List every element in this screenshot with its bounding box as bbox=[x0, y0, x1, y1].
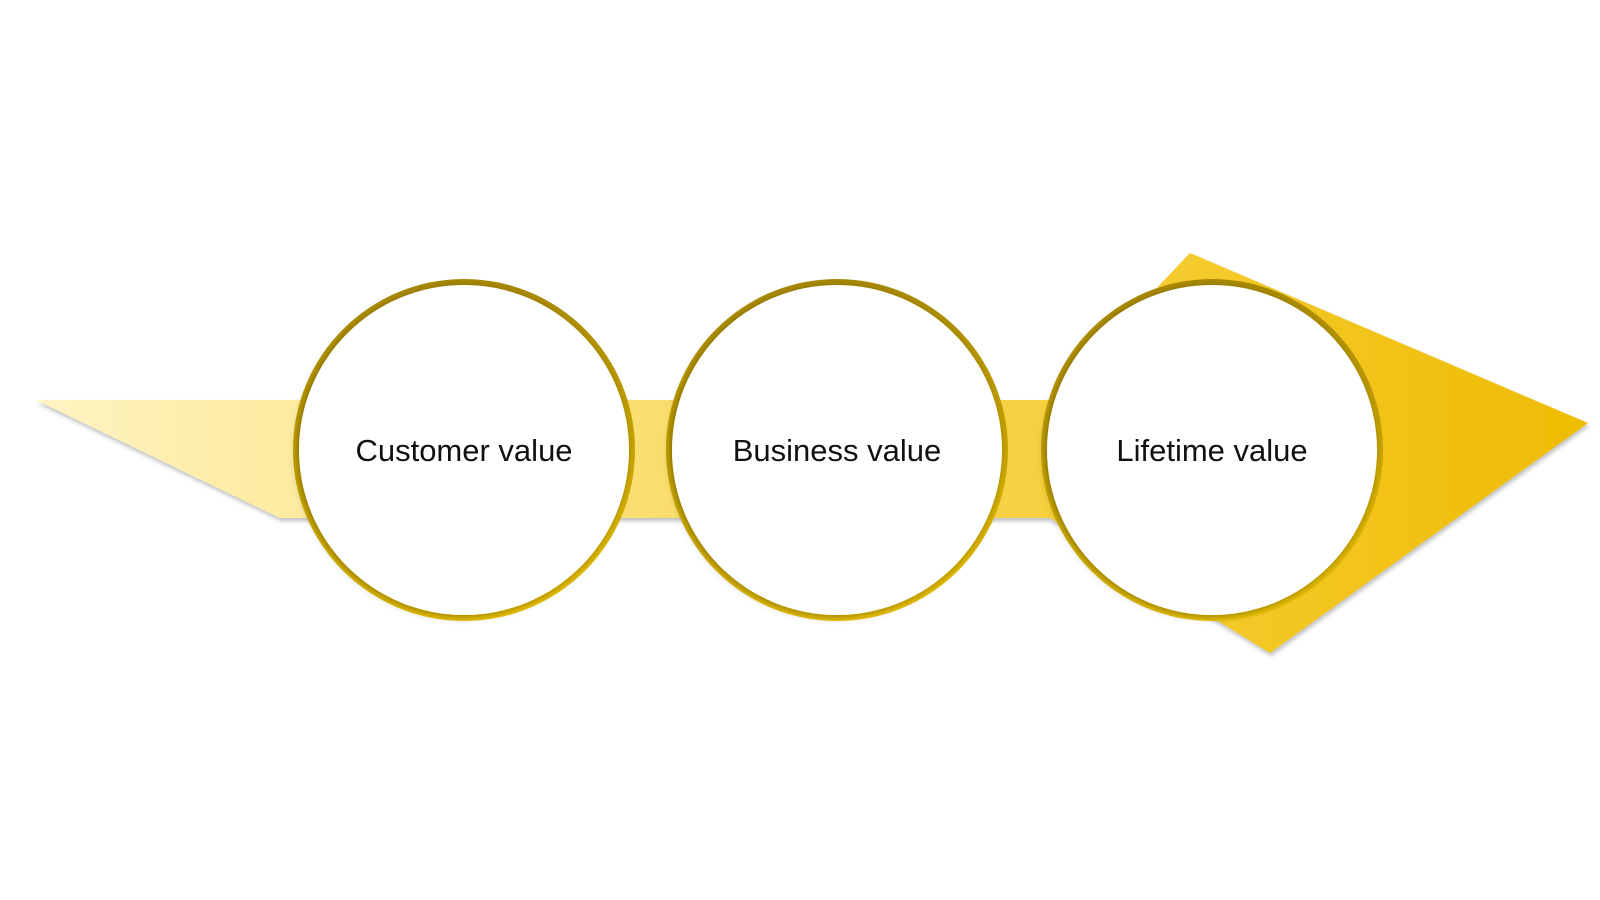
step-circle bbox=[299, 285, 629, 615]
step-customer-value: Customer value bbox=[293, 279, 635, 621]
step-label: Business value bbox=[733, 433, 942, 468]
step-label: Customer value bbox=[355, 433, 572, 468]
step-lifetime-value: Lifetime value bbox=[1041, 279, 1383, 621]
step-business-value: Business value bbox=[666, 279, 1008, 621]
step-circle bbox=[1047, 285, 1377, 615]
step-label: Lifetime value bbox=[1116, 433, 1307, 468]
step-circle bbox=[672, 285, 1002, 615]
